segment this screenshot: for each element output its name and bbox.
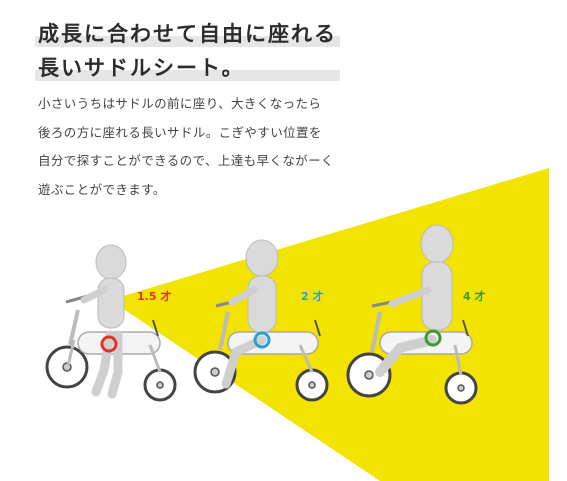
description-text: 小さいうちはサドルの前に座り、大きくなったら 後ろの方に座れる長いサドル。こぎや… xyxy=(38,90,338,204)
child-figure-3 xyxy=(375,224,454,377)
child-4-years-on-bike: 4 才 xyxy=(346,224,485,405)
description-line-1: 小さいうちはサドルの前に座り、大きくなったら xyxy=(38,96,322,111)
headline-line-2: 長いサドルシート。 xyxy=(35,52,340,84)
child-figure-1 xyxy=(80,244,127,399)
headline: 成長に合わせて自由に座れる 長いサドルシート。 xyxy=(35,18,340,84)
age-label-1-5: 1.5 才 xyxy=(137,289,171,303)
age-label-2: 2 才 xyxy=(301,289,323,303)
child-2-years-on-bike: 2 才 xyxy=(193,239,329,402)
description-line-3: 自分で探すことができるので、上達も早くながーく xyxy=(38,153,334,168)
child-figure-2 xyxy=(221,239,279,389)
description-line-4: 遊ぶことができます。 xyxy=(38,181,166,197)
seat-position-marker-3 xyxy=(424,329,442,347)
description-line-2: 後ろの方に座れる長いサドル。こぎやすい位置を xyxy=(38,124,322,140)
age-label-4: 4 才 xyxy=(463,289,485,303)
headline-line-1: 成長に合わせて自由に座れる xyxy=(35,18,340,50)
child-1-5-years-on-bike: 1.5 才 xyxy=(45,244,177,402)
yellow-spotlight-beam xyxy=(110,168,549,481)
seat-position-marker-2 xyxy=(253,331,271,349)
seat-position-marker-1 xyxy=(100,335,118,353)
